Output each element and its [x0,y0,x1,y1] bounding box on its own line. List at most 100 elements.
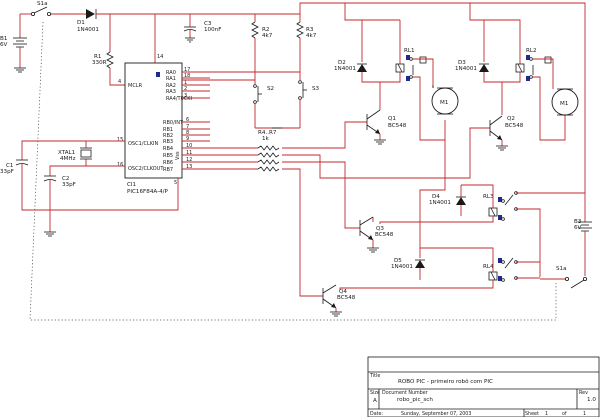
porta-pin-name: RA4/T0CKI [166,96,192,102]
portb-pin-num: 8 [186,130,189,136]
resistor-r2: R2 4k7 [251,21,273,39]
s1a-bottom-ref: S1a [556,266,567,272]
portb-pin-num: 7 [186,124,189,130]
relay-rl4: RL4 [483,257,518,282]
b3-ref: B3 [574,219,582,225]
sheet-label: Sheet [525,411,539,417]
b1-value: 6V [0,42,8,48]
diode-d3: D3 1N4001 [455,20,489,72]
d4-ref: D4 [432,194,440,200]
portb-pin-num: 11 [186,150,192,156]
title-block: Title ROBO PIC - primeiro robô com PIC S… [367,356,600,417]
diode-d4: D4 1N4001 [429,194,466,206]
mcu-osc1-num: 15 [117,137,123,143]
porta-pin-name: RA0 [166,70,176,76]
transistor-q1: Q1 BC548 [366,109,407,135]
portb-pin-name: RB5 [163,153,173,159]
capacitor-c1: C1 33pF [0,159,29,175]
motor-m1-right: M1 [551,88,579,116]
b3-value: 6V [574,225,582,231]
d3-value: 1N4001 [455,66,477,72]
d4-value: 1N4001 [429,200,451,206]
mcu-ref: CI1 [127,182,137,188]
ground-symbol [330,311,342,317]
d5-value: 1N4001 [391,264,413,270]
d5-ref: D5 [394,258,402,264]
q3-value: BC548 [375,232,394,238]
switch-mechanical-link [29,21,557,321]
rl1-ref: RL1 [404,48,415,54]
resistor-r3: R3 4k7 [296,21,317,39]
size-value: A [373,398,377,404]
relay-rl2: RL2 [515,48,552,81]
date-value: Sunday, September 07, 2003 [401,411,471,417]
crystal-xtal1: XTAL1 4MHz [58,147,92,162]
mcu-vss-num: 5 [174,180,177,186]
porta-pin-name: RA2 [166,83,176,89]
r2-value: 4k7 [262,33,273,39]
s1a-top-ref: S1a [37,1,48,7]
r3-ref: R3 [306,27,314,33]
c1-value: 33pF [0,169,14,175]
portb-pin-num: 6 [186,117,189,123]
sheet-value: 1 [545,411,548,417]
relay-rl1: RL1 [395,48,427,81]
date-label: Date: [370,411,383,417]
mcu-mclr-label: MCLR [128,83,143,89]
diode-d2: D2 1N4001 [334,20,367,72]
portb-pin-name: RB1 [163,127,173,133]
r1-ref: R1 [94,54,102,60]
rl2-ref: RL2 [526,48,537,54]
portb-pin-name: RB0/INT [163,120,184,126]
transistor-q3: Q3 BC548 [359,216,394,241]
portb-pin-name: RB4 [163,146,173,152]
porta-pin-name: RA1 [166,76,176,82]
xtal1-value: 4MHz [60,156,76,162]
portb-pin-name: RB3 [163,139,173,145]
q2-ref: Q2 [507,116,515,122]
switch-s3: S3 [298,72,320,128]
mcu-part: PIC16F84A-4/P [127,189,169,195]
c2-value: 33pF [62,182,76,188]
transistor-q2: Q2 BC548 [489,115,524,141]
c3-value: 100nF [204,27,221,33]
battery-b3: B3 6V [574,219,592,232]
title-label: Title [369,373,380,379]
d2-ref: D2 [338,60,346,66]
d1-value: 1N4001 [77,27,99,33]
s3-ref: S3 [312,86,320,92]
c2-ref: C2 [62,176,69,182]
d2-value: 1N4001 [334,66,356,72]
m1-left-ref: M1 [440,100,449,106]
battery-b1: B1 6V [0,14,27,73]
ground-symbol [374,139,386,145]
porta-pin-num: 18 [184,73,190,79]
title-value: ROBO PIC - primeiro robô com PIC [398,378,493,385]
q2-value: BC548 [505,123,524,129]
diode-d5: D5 1N4001 [391,258,425,270]
portb-pin-num: 12 [186,157,192,163]
resistor-r1: R1 330R [92,51,114,69]
porta-pin-num: 1 [184,80,187,86]
porta-pin-name: RA3 [166,89,176,95]
xtal1-ref: XTAL1 [58,150,76,156]
r4r7-ref: R4..R7 [258,130,277,136]
mcu-vss-label: Vss [175,151,181,160]
switch-s1a-bottom: S1a [556,266,588,289]
b1-ref: B1 [0,36,8,42]
relay-rl3: RL3 [483,191,518,221]
transistor-q4: Q4 BC548 [322,284,356,309]
ground-symbol [496,145,508,151]
capacitor-c2: C2 33pF [43,175,76,188]
mcu-osc1-label: OSC1/CLKIN [128,141,158,147]
q4-value: BC548 [337,295,356,301]
rl3-ref: RL3 [483,194,494,200]
of-label: of [562,411,567,417]
mcu-osc2-label: OSC2/CLKOUT [128,166,164,172]
rl4-ref: RL4 [483,264,494,270]
of-value: 1 [583,411,586,417]
q4-ref: Q4 [339,289,347,295]
q1-ref: Q1 [388,116,396,122]
d1-ref: D1 [77,20,85,26]
portb-pin-num: 10 [186,143,192,149]
